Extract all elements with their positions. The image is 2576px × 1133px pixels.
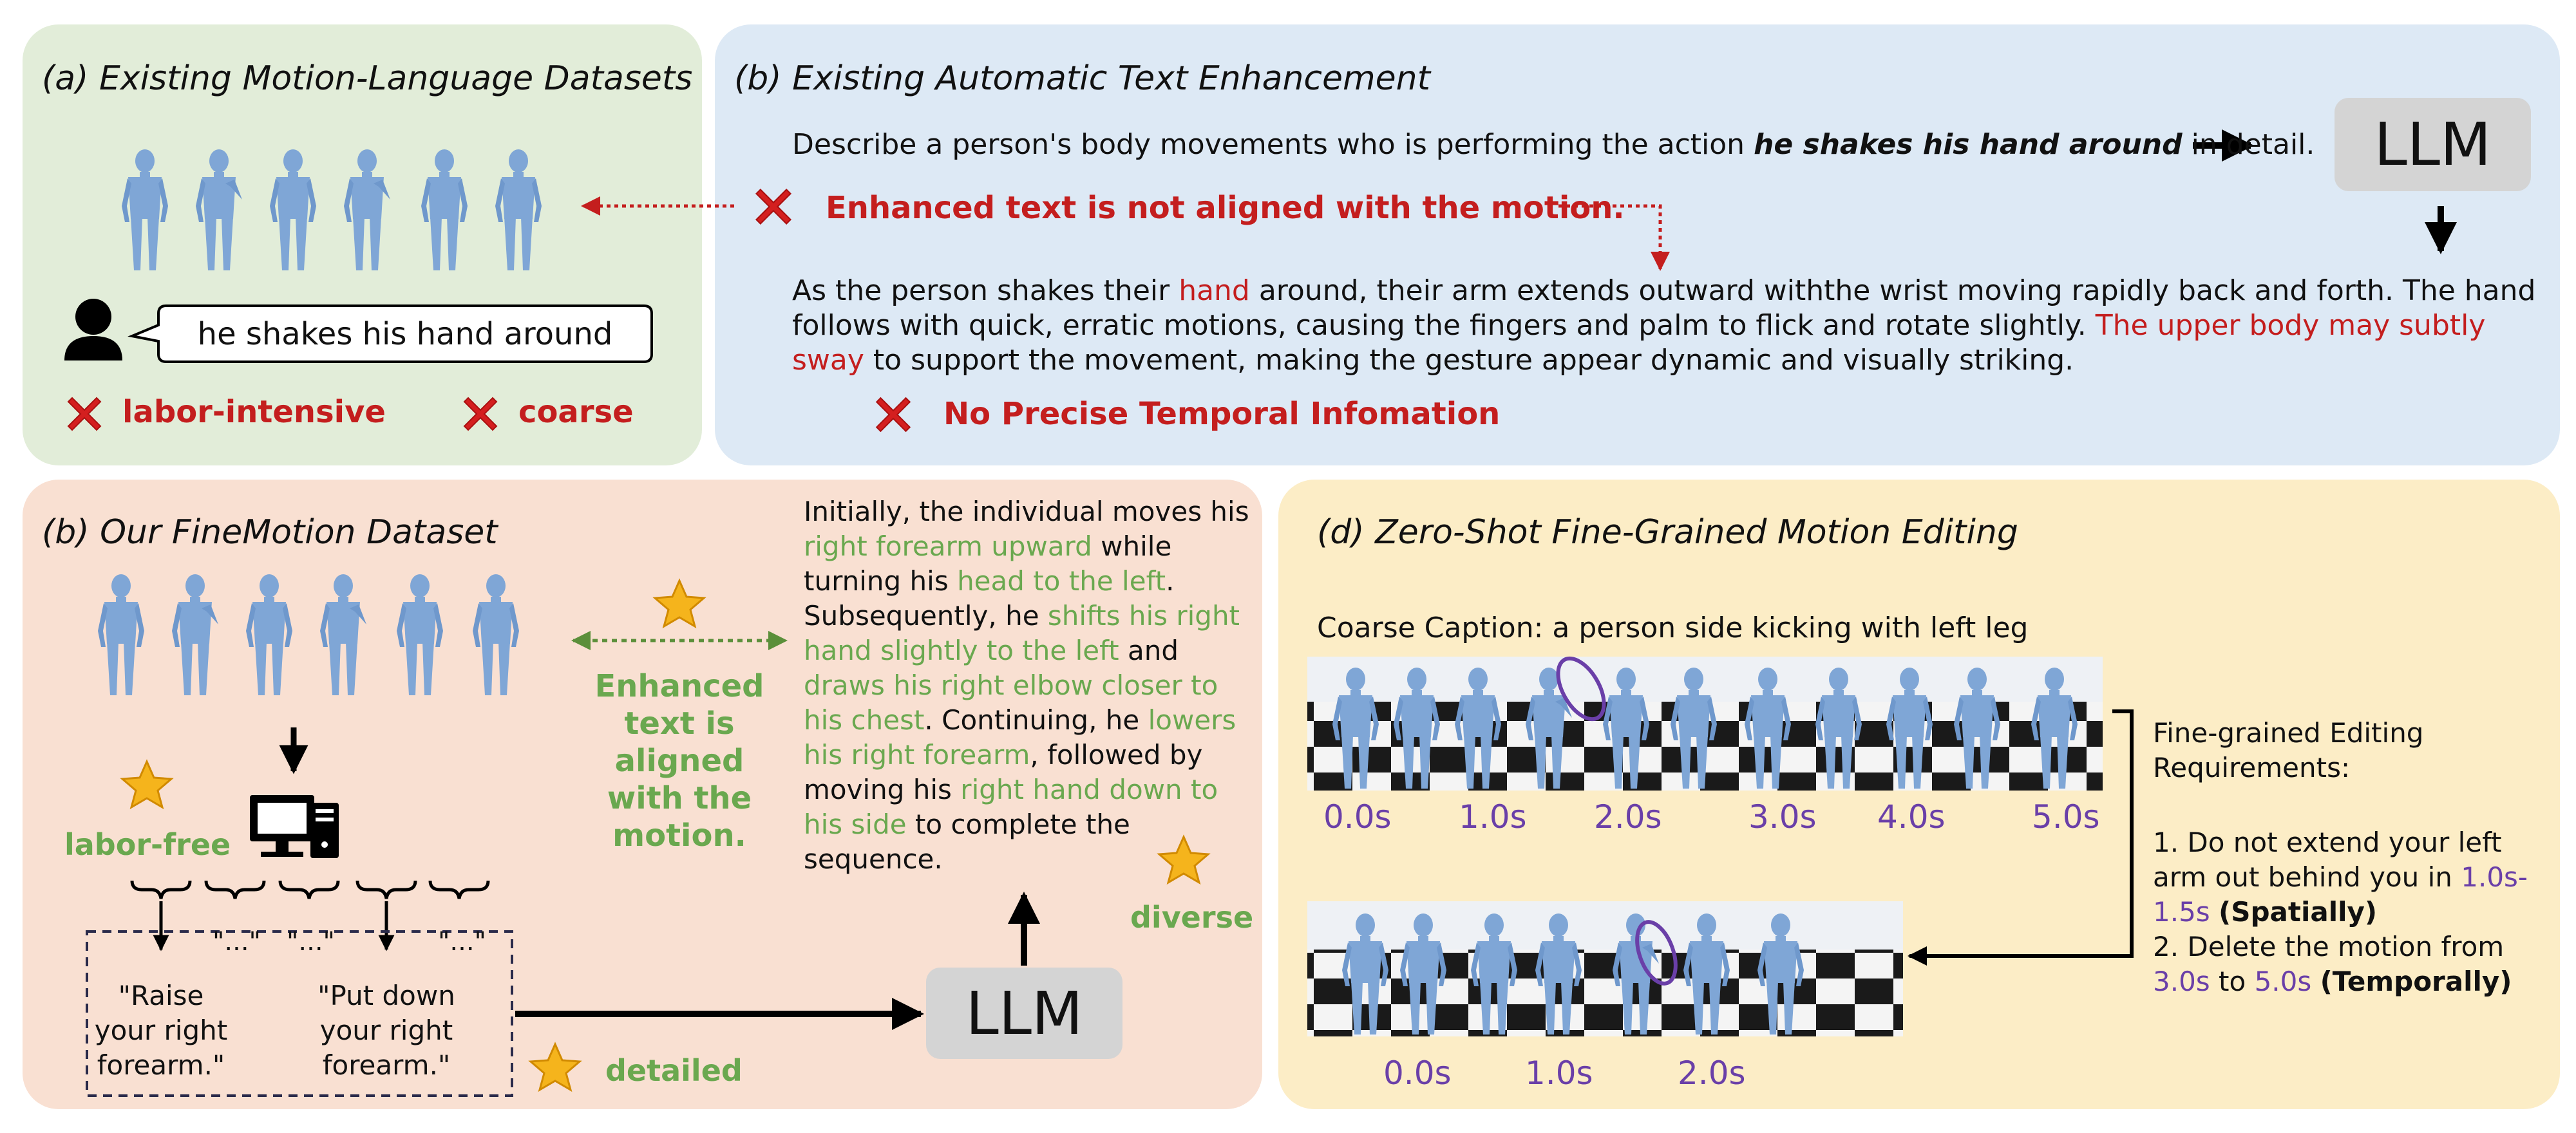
detailed-label: detailed (605, 1053, 743, 1088)
time-label: 1.0s (1525, 1054, 1593, 1092)
panel-c-title: (b) Our FineMotion Dataset (42, 513, 498, 552)
fine-grained-description: Initially, the individual moves his righ… (804, 496, 1249, 875)
cross-icon (755, 188, 792, 225)
time-label: 5.0s (2032, 798, 2100, 836)
llm-box: LLM (926, 968, 1122, 1059)
ellipsis: "..." (213, 927, 261, 957)
con-coarse: coarse (518, 394, 634, 430)
panel-b-title: (b) Existing Automatic Text Enhancement (734, 59, 1431, 98)
ellipsis: "..." (438, 927, 486, 957)
llm-box: LLM (2334, 98, 2531, 191)
diverse-label: diverse (1130, 900, 1254, 935)
panel-motion-editing (1278, 480, 2560, 1109)
time-label: 3.0s (1748, 798, 1817, 836)
caption-text: he shakes his hand around (197, 315, 613, 352)
time-label: 2.0s (1678, 1054, 1746, 1092)
aligned-note: Enhanced text is aligned with the motion… (594, 668, 764, 854)
time-label: 4.0s (1877, 798, 1946, 836)
cross-icon (875, 397, 911, 433)
panel-d-title: (d) Zero-Shot Fine-Grained Motion Editin… (1317, 513, 2018, 552)
time-label: 0.0s (1323, 798, 1392, 836)
example-quote: "Put down your right forearm." (317, 980, 455, 1081)
time-label: 0.0s (1383, 1054, 1452, 1092)
time-label: 2.0s (1594, 798, 1662, 836)
enhanced-output: As the person shakes their hand around, … (792, 274, 2536, 377)
panel-a-title: (a) Existing Motion-Language Datasets (42, 59, 693, 98)
cross-icon (463, 397, 498, 431)
editing-requirements-title: Fine-grained Editing Requirements: (2153, 717, 2424, 783)
ellipsis: "..." (287, 927, 335, 957)
misaligned-note: Enhanced text is not aligned with the mo… (826, 190, 1625, 226)
con-labor-intensive: labor-intensive (122, 394, 386, 430)
time-label: 1.0s (1459, 798, 1527, 836)
enhance-prompt: Describe a person's body movements who i… (792, 128, 2315, 161)
labor-free-label: labor-free (64, 827, 231, 862)
no-temporal-note: No Precise Temporal Infomation (943, 396, 1501, 432)
editing-requirements: 1. Do not extend your left arm out behin… (2153, 827, 2528, 997)
example-quote: "Raise your right forearm." (94, 980, 228, 1081)
cross-icon (67, 397, 102, 431)
coarse-caption: Coarse Caption: a person side kicking wi… (1317, 612, 2029, 644)
